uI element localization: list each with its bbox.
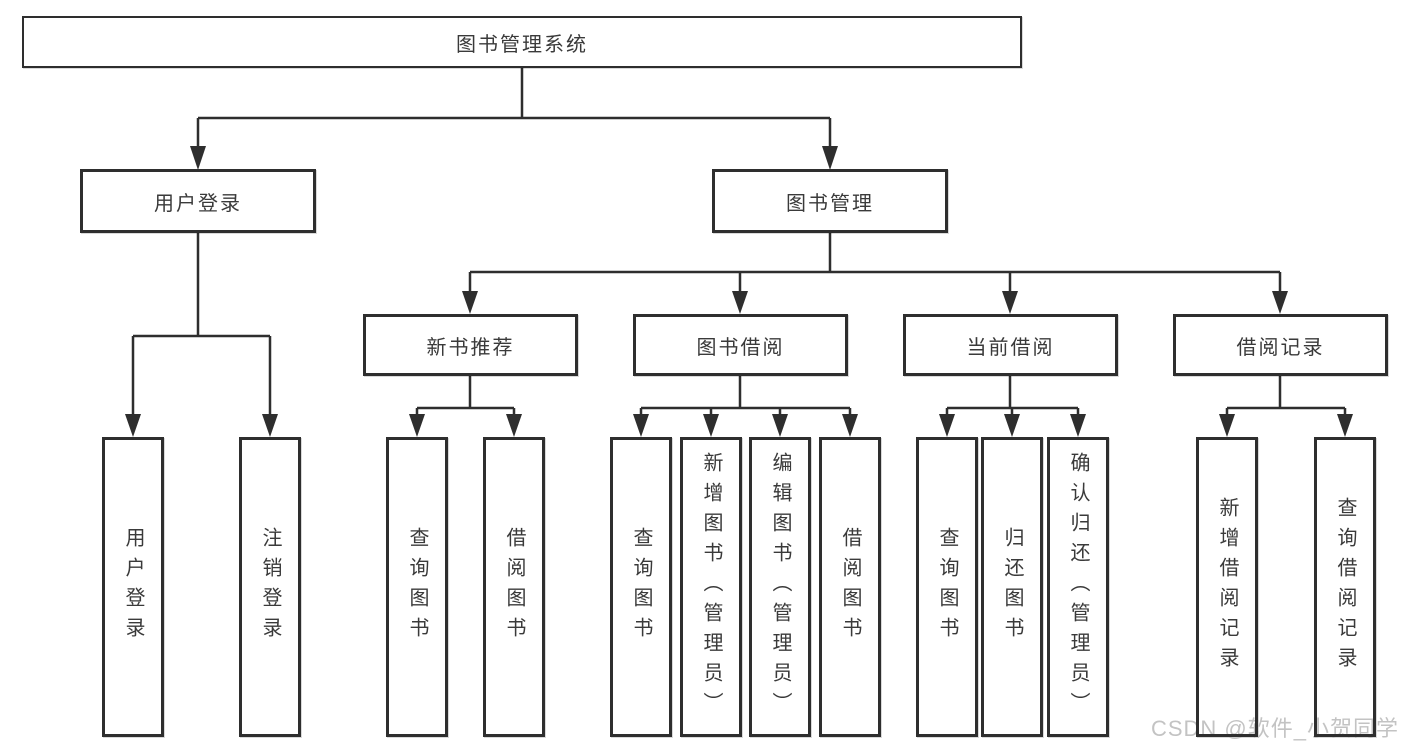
arrow-down-icon xyxy=(633,414,858,437)
node-book-management: 图书管理 xyxy=(712,169,948,233)
node-label: 编辑图书（管理员） xyxy=(769,452,791,722)
leaf-edit-books-admin: 编辑图书（管理员） xyxy=(749,437,811,737)
node-borrowing-records: 借阅记录 xyxy=(1173,314,1388,376)
node-book-borrowing: 图书借阅 xyxy=(633,314,848,376)
node-label: 查询图书 xyxy=(630,527,652,647)
node-label: 确认归还（管理员） xyxy=(1067,452,1089,722)
connector-current-borrow-to-leaves xyxy=(939,376,1086,437)
node-label: 借阅记录 xyxy=(1236,336,1325,359)
connector-new-book-to-leaves xyxy=(409,376,522,437)
arrow-down-icon xyxy=(939,414,1086,437)
leaf-confirm-return-admin: 确认归还（管理员） xyxy=(1047,437,1109,737)
node-label: 注销登录 xyxy=(259,527,281,647)
node-label: 图书借阅 xyxy=(696,336,785,359)
csdn-watermark: CSDN @软件_小贺同学 xyxy=(1150,716,1399,741)
leaf-query-books-current: 查询图书 xyxy=(916,437,978,737)
leaf-logout: 注销登录 xyxy=(239,437,301,737)
node-label: 查询图书 xyxy=(406,527,428,647)
arrow-down-icon xyxy=(1219,414,1353,437)
node-label: 借阅图书 xyxy=(503,527,525,647)
leaf-add-borrow-record: 新增借阅记录 xyxy=(1196,437,1258,737)
node-label: 新增图书（管理员） xyxy=(700,452,722,722)
leaf-return-books: 归还图书 xyxy=(981,437,1043,737)
arrow-down-icon xyxy=(409,414,522,437)
node-label: 图书管理 xyxy=(786,192,874,215)
node-label: 新增借阅记录 xyxy=(1216,497,1238,677)
leaf-query-books-recommend: 查询图书 xyxy=(386,437,448,737)
node-label: 借阅图书 xyxy=(839,527,861,647)
connector-root-to-level2 xyxy=(190,68,838,170)
connector-borrow-records-to-leaves xyxy=(1219,376,1353,437)
leaf-user-login: 用户登录 xyxy=(102,437,164,737)
leaf-borrow-books: 借阅图书 xyxy=(819,437,881,737)
leaf-query-books-borrowing: 查询图书 xyxy=(610,437,672,737)
node-label: 查询图书 xyxy=(936,527,958,647)
arrow-down-icon xyxy=(462,291,1288,314)
node-user-login: 用户登录 xyxy=(80,169,316,233)
arrow-down-icon xyxy=(125,414,278,437)
node-root-system: 图书管理系统 xyxy=(22,16,1022,68)
node-label: 查询借阅记录 xyxy=(1334,497,1356,677)
node-label: 新书推荐 xyxy=(426,336,515,359)
arrow-down-icon xyxy=(190,146,838,170)
node-current-borrowing: 当前借阅 xyxy=(903,314,1118,376)
leaf-add-books-admin: 新增图书（管理员） xyxy=(680,437,742,737)
leaf-borrow-books-recommend: 借阅图书 xyxy=(483,437,545,737)
node-label: 用户登录 xyxy=(122,527,144,647)
connector-book-mgmt-to-level3 xyxy=(462,233,1288,314)
node-label: 当前借阅 xyxy=(966,336,1055,359)
node-new-book-recommend: 新书推荐 xyxy=(363,314,578,376)
node-label: 用户登录 xyxy=(154,192,242,215)
node-label: 归还图书 xyxy=(1001,527,1023,647)
connector-user-login-to-leaves xyxy=(125,233,278,437)
leaf-query-borrow-record: 查询借阅记录 xyxy=(1314,437,1376,737)
node-label: 图书管理系统 xyxy=(456,33,588,56)
connector-book-borrow-to-leaves xyxy=(633,376,858,437)
